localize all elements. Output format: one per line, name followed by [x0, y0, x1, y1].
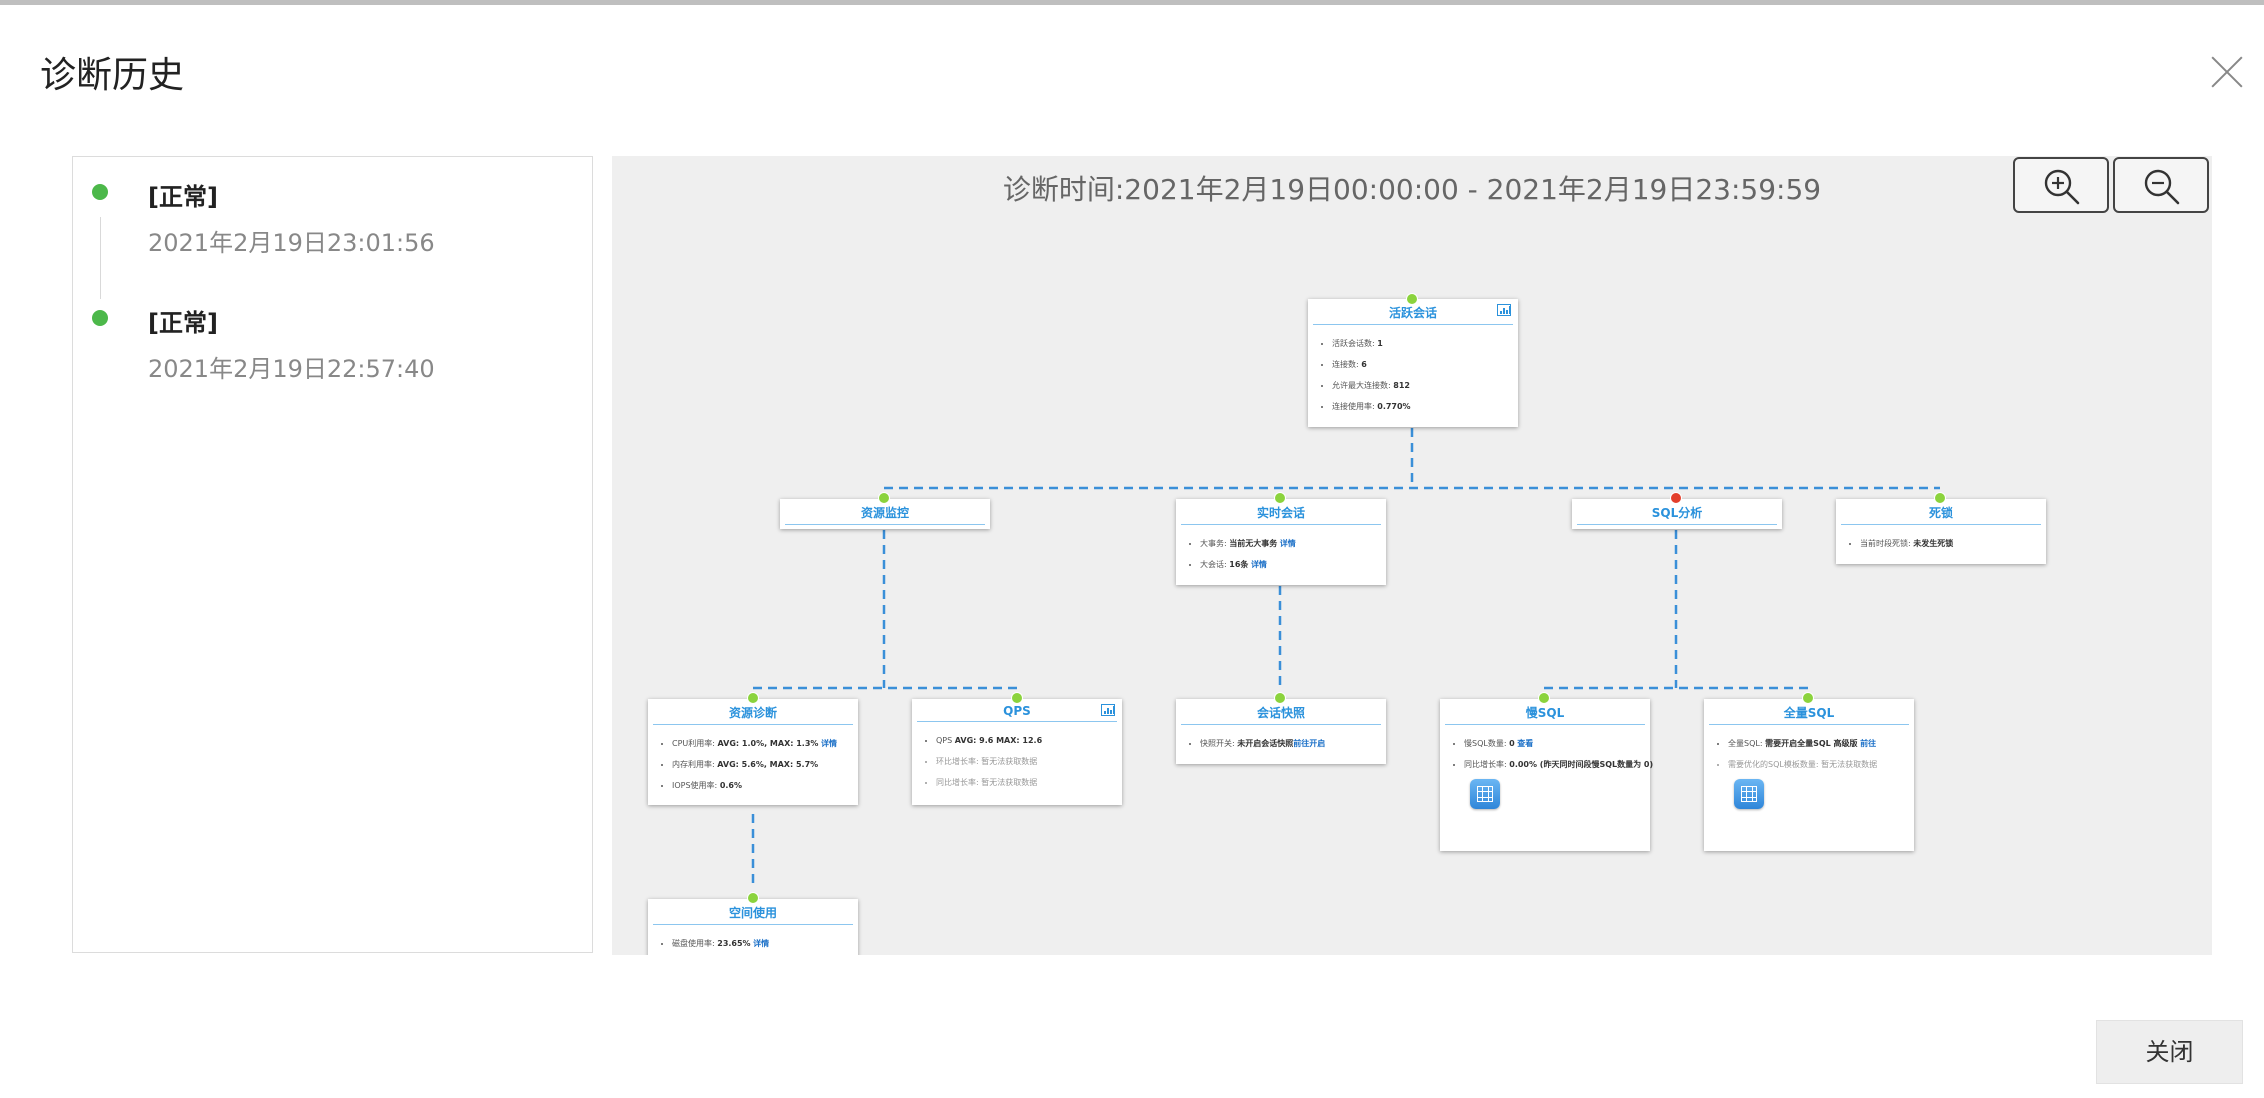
status-dot-icon — [92, 184, 108, 200]
node-title: 实时会话 — [1181, 504, 1381, 525]
node-port — [1011, 692, 1023, 704]
list-item: 内存利用率: AVG: 5.6%, MAX: 5.7% — [672, 754, 858, 775]
node-title: SQL分析 — [1577, 504, 1777, 525]
node-port — [878, 492, 890, 504]
list-item: 允许最大连接数: 812 — [1332, 375, 1518, 396]
zoom-in-button[interactable] — [2013, 157, 2109, 213]
node-full-sql[interactable]: 全量SQL 全量SQL: 需要开启全量SQL 高级版 前往 需要优化的SQL模板… — [1704, 699, 1914, 851]
node-title: 活跃会话 — [1388, 306, 1437, 320]
tree-connectors — [751, 428, 1940, 886]
node-resource-monitor[interactable]: 资源监控 — [780, 499, 990, 529]
node-realtime-session[interactable]: 实时会话 大事务: 当前无大事务 详情 大会话: 16条 详情 — [1176, 499, 1386, 585]
view-link[interactable]: 查看 — [1517, 739, 1534, 748]
history-status: [正常] — [148, 309, 218, 337]
node-resource-diagnosis[interactable]: 资源诊断 CPU利用率: AVG: 1.0%, MAX: 1.3% 详情 内存利… — [648, 699, 858, 805]
list-item: 大会话: 16条 详情 — [1200, 554, 1386, 575]
list-item: IOPS使用率: 0.6% — [672, 775, 858, 796]
node-title: 会话快照 — [1181, 704, 1381, 725]
history-list: [正常] 2021年2月19日23:01:56 [正常] 2021年2月19日2… — [72, 156, 593, 953]
list-item: CPU利用率: AVG: 1.0%, MAX: 1.3% 详情 — [672, 733, 858, 754]
node-title: 慢SQL — [1445, 704, 1645, 725]
node-port — [1274, 692, 1286, 704]
table-icon[interactable] — [1470, 779, 1500, 809]
node-title: 资源诊断 — [653, 704, 853, 725]
node-port — [1274, 492, 1286, 504]
list-item: 同比增长率: 0.00% (昨天同时间段慢SQL数量为 0) — [1464, 754, 1653, 775]
node-title: 空间使用 — [653, 904, 853, 925]
history-time: 2021年2月19日22:57:40 — [148, 355, 435, 383]
enable-link[interactable]: 前往开启 — [1293, 739, 1326, 748]
goto-link[interactable]: 前往 — [1860, 739, 1877, 748]
list-item: 同比增长率: 暂无法获取数据 — [936, 772, 1122, 793]
zoom-in-icon — [2044, 169, 2080, 205]
node-port — [747, 692, 759, 704]
status-dot-icon — [92, 310, 108, 326]
node-slow-sql[interactable]: 慢SQL 慢SQL数量: 0 查看 同比增长率: 0.00% (昨天同时间段慢S… — [1440, 699, 1653, 851]
node-title: 全量SQL — [1709, 704, 1909, 725]
node-title: 死锁 — [1841, 504, 2041, 525]
node-title: 资源监控 — [785, 504, 985, 525]
detail-link[interactable]: 详情 — [1250, 560, 1267, 569]
node-qps[interactable]: QPS QPS AVG: 9.6 MAX: 12.6 环比增长率: 暂无法获取数… — [912, 699, 1122, 805]
detail-link[interactable]: 详情 — [820, 739, 837, 748]
close-button[interactable]: 关闭 — [2096, 1020, 2243, 1084]
node-active-session[interactable]: 活跃会话 活跃会话数: 1 连接数: 6 允许最大连接数: 812 连接使用率:… — [1308, 299, 1518, 427]
background-page-strip — [0, 0, 2264, 5]
list-item: 当前时段死锁: 未发生死锁 — [1860, 533, 2046, 554]
node-port — [747, 892, 759, 904]
node-port-alert — [1670, 492, 1682, 504]
node-port — [1802, 692, 1814, 704]
zoom-out-button[interactable] — [2113, 157, 2209, 213]
list-item: 慢SQL数量: 0 查看 — [1464, 733, 1650, 754]
modal-title: 诊断历史 — [40, 55, 185, 96]
history-time: 2021年2月19日23:01:56 — [148, 229, 435, 257]
node-port — [1934, 492, 1946, 504]
history-status: [正常] — [148, 183, 218, 211]
list-item: 活跃会话数: 1 — [1332, 333, 1518, 354]
detail-link[interactable]: 详情 — [1279, 539, 1296, 548]
diagnosis-canvas[interactable]: 诊断时间:2021年2月19日00:00:00 - 2021年2月19日23:5… — [612, 156, 2212, 955]
node-port — [1538, 692, 1550, 704]
node-session-snapshot[interactable]: 会话快照 快照开关: 未开启会话快照前往开启 — [1176, 699, 1386, 764]
node-title: QPS — [1003, 704, 1031, 718]
close-icon[interactable] — [2210, 55, 2244, 89]
node-deadlock[interactable]: 死锁 当前时段死锁: 未发生死锁 — [1836, 499, 2046, 564]
list-item: 磁盘使用率: 23.65% 详情 — [672, 933, 858, 954]
bar-chart-icon[interactable] — [1101, 704, 1115, 716]
zoom-out-icon — [2144, 169, 2180, 205]
list-item: 需要优化的SQL模板数量: 暂无法获取数据 — [1728, 754, 1914, 775]
list-item: 快照开关: 未开启会话快照前往开启 — [1200, 733, 1386, 754]
list-item: 连接使用率: 0.770% — [1332, 396, 1518, 417]
list-item: 大事务: 当前无大事务 详情 — [1200, 533, 1386, 554]
node-sql-analysis[interactable]: SQL分析 — [1572, 499, 1782, 529]
list-item: 环比增长率: 暂无法获取数据 — [936, 751, 1122, 772]
list-item: QPS AVG: 9.6 MAX: 12.6 — [936, 730, 1122, 751]
node-port — [1406, 293, 1418, 305]
bar-chart-icon[interactable] — [1497, 304, 1511, 316]
table-icon[interactable] — [1734, 779, 1764, 809]
diagnosis-time-range: 诊断时间:2021年2月19日00:00:00 - 2021年2月19日23:5… — [1002, 173, 1822, 206]
node-space-usage[interactable]: 空间使用 磁盘使用率: 23.65% 详情 — [648, 899, 858, 955]
timeline-connector — [100, 217, 101, 299]
list-item: 连接数: 6 — [1332, 354, 1518, 375]
list-item: 全量SQL: 需要开启全量SQL 高级版 前往 — [1728, 733, 1914, 754]
detail-link[interactable]: 详情 — [753, 939, 770, 948]
